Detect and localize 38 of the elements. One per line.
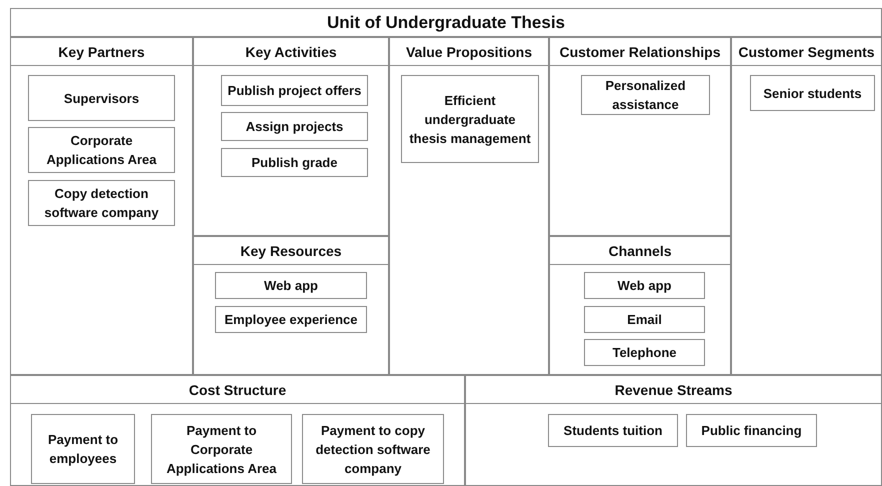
entry-card: Payment to Corporate Applications Area	[151, 414, 292, 484]
canvas-section	[193, 236, 389, 375]
entry-card: Email	[584, 306, 705, 333]
entry-card: Publish project offers	[221, 75, 368, 106]
section-heading: Channels	[550, 237, 730, 265]
entry-card: Web app	[584, 272, 705, 299]
canvas-section	[465, 375, 882, 486]
section-heading: Key Activities	[194, 38, 388, 66]
section-heading: Key Partners	[11, 38, 192, 66]
entry-card: Efficient undergraduate thesis management	[401, 75, 539, 163]
canvas-title: Unit of Undergraduate Thesis	[326, 12, 566, 32]
entry-card: Web app	[215, 272, 367, 299]
section-heading: Cost Structure	[11, 376, 464, 404]
section-heading: Value Propositions	[390, 38, 548, 66]
section-heading: Customer Segments	[732, 38, 881, 66]
canvas-section	[193, 37, 389, 236]
canvas-section	[10, 375, 465, 486]
entry-card: Public financing	[686, 414, 817, 447]
entry-card: Copy detection software company	[28, 180, 175, 226]
entry-card: Employee experience	[215, 306, 367, 333]
entry-card: Senior students	[750, 75, 875, 111]
canvas-section	[549, 37, 731, 236]
canvas-section	[389, 37, 549, 375]
entry-card: Personalized assistance	[581, 75, 710, 115]
canvas-section	[10, 37, 193, 375]
entry-card: Assign projects	[221, 112, 368, 141]
section-heading: Customer Relationships	[550, 38, 730, 66]
section-heading: Key Resources	[194, 237, 388, 265]
canvas-section	[549, 236, 731, 375]
section-heading: Revenue Streams	[466, 376, 881, 404]
entry-card: Supervisors	[28, 75, 175, 121]
entry-card: Payment to employees	[31, 414, 135, 484]
entry-card: Payment to copy detection software company	[302, 414, 444, 484]
entry-card: Students tuition	[548, 414, 678, 447]
entry-card: Publish grade	[221, 148, 368, 177]
entry-card: Corporate Applications Area	[28, 127, 175, 173]
canvas-section	[731, 37, 882, 375]
entry-card: Telephone	[584, 339, 705, 366]
